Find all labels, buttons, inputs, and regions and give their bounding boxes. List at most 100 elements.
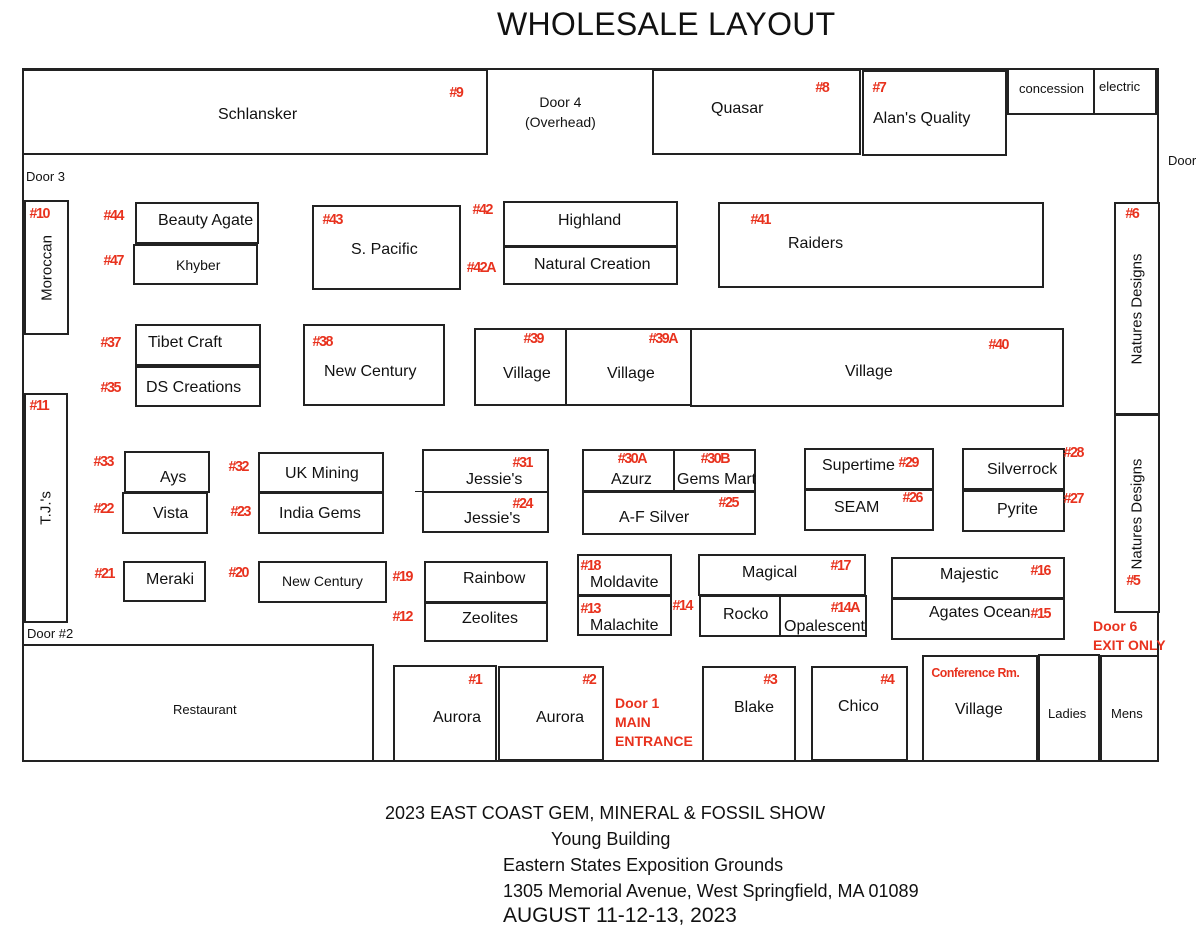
booth-india-gems[interactable]	[258, 492, 384, 534]
venue-name: Eastern States Exposition Grounds	[503, 855, 784, 875]
booth-rainbow[interactable]	[424, 561, 548, 603]
booth-name: Magical	[742, 564, 798, 581]
booth-vista[interactable]	[122, 492, 208, 534]
booth-number: #16	[1030, 562, 1052, 579]
booth-name: Ays	[160, 469, 187, 486]
booth-name: A-F Silver	[619, 509, 690, 526]
booth-af-silver[interactable]	[582, 491, 756, 535]
booth-number: #44	[103, 207, 125, 224]
booth-number: #22	[93, 500, 115, 517]
booth-majestic[interactable]	[891, 557, 1065, 599]
booth-name: Blake	[734, 699, 775, 716]
booth-name: Quasar	[711, 100, 764, 117]
booth-s-pacific[interactable]	[312, 205, 461, 290]
booth-restaurant[interactable]	[22, 644, 374, 762]
door-1-line3: ENTRANCE	[615, 733, 693, 749]
booth-opalescent[interactable]	[779, 595, 867, 637]
door-right-label: Door	[1168, 153, 1197, 168]
venue-address: 1305 Memorial Avenue, West Springfield, …	[503, 881, 919, 901]
booth-name: Village	[607, 365, 655, 382]
booth-highland[interactable]	[503, 201, 678, 247]
booth-name: Majestic	[940, 566, 999, 583]
booth-natural-creation[interactable]	[503, 246, 678, 285]
booth-name: Chico	[838, 698, 879, 715]
booth-name: New Century	[324, 363, 417, 380]
booth-number: #26	[902, 489, 924, 506]
booth-village-39[interactable]	[474, 328, 567, 406]
booth-agates-ocean[interactable]	[891, 598, 1065, 640]
booth-number: #23	[230, 503, 252, 520]
booth-khyber[interactable]	[133, 244, 258, 285]
booth-number: #39	[523, 330, 545, 347]
booth-name: Beauty Agate	[158, 212, 254, 229]
booth-number: #28	[1063, 444, 1085, 461]
booth-number: Conference Rm.	[931, 665, 1020, 680]
door-6-line1: Door 6	[1093, 618, 1138, 634]
booth-number: #8	[815, 79, 829, 96]
booth-chico[interactable]	[811, 666, 908, 761]
door-1-line1: Door 1	[615, 695, 660, 711]
booth-concession[interactable]	[1007, 68, 1095, 115]
booth-name: SEAM	[834, 499, 880, 516]
booth-schlansker[interactable]	[22, 69, 488, 155]
booth-name: Agates Ocean	[929, 604, 1031, 621]
booth-number: #39A	[648, 330, 679, 347]
booth-tibet-craft[interactable]	[135, 324, 261, 366]
booth-new-century-20[interactable]	[258, 561, 387, 603]
booth-number: #7	[872, 79, 886, 96]
building-name: Young Building	[551, 829, 671, 849]
booth-tjs[interactable]	[24, 393, 68, 623]
booth-new-century-38[interactable]	[303, 324, 445, 406]
booth-silverrock[interactable]	[962, 448, 1065, 490]
booth-name: Gems Mart	[677, 471, 757, 488]
booth-name: Restaurant	[173, 702, 237, 717]
booth-name: S. Pacific	[351, 241, 418, 258]
booth-ladies[interactable]	[1038, 654, 1100, 762]
booth-number: #15	[1030, 605, 1052, 622]
booth-magical[interactable]	[698, 554, 866, 596]
booth-name: Tibet Craft	[148, 334, 223, 351]
booth-supertime[interactable]	[804, 448, 934, 490]
booth-alans-quality[interactable]	[862, 70, 1007, 156]
booth-gems-mart[interactable]	[673, 449, 756, 492]
booth-ds-creations[interactable]	[135, 366, 261, 407]
booth-electric[interactable]	[1093, 68, 1157, 115]
booth-number: #38	[312, 333, 334, 350]
booth-village-40[interactable]	[690, 328, 1064, 407]
booth-blake[interactable]	[702, 666, 796, 762]
page-title: WHOLESALE LAYOUT	[497, 6, 836, 42]
booth-natures-designs-5[interactable]	[1114, 414, 1160, 613]
booth-moldavite[interactable]	[577, 554, 672, 596]
door-6-line2: EXIT ONLY	[1093, 637, 1166, 653]
booth-number: #14	[672, 597, 694, 614]
booth-beauty-agate[interactable]	[135, 202, 259, 244]
booth-meraki[interactable]	[123, 561, 206, 602]
booth-number: #35	[100, 379, 122, 396]
booth-number: #27	[1063, 490, 1085, 507]
booth-jessies-24[interactable]	[422, 491, 549, 533]
booth-number: #32	[228, 458, 250, 475]
booth-name: T.J.'s	[37, 491, 55, 525]
booth-moroccan[interactable]	[24, 200, 69, 335]
booth-village-39a[interactable]	[565, 328, 692, 406]
booth-raiders[interactable]	[718, 202, 1044, 288]
booth-uk-mining[interactable]	[258, 452, 384, 493]
booth-number: #30B	[700, 450, 731, 467]
booth-pyrite[interactable]	[962, 490, 1065, 532]
booth-aurora-2[interactable]	[498, 666, 604, 761]
wall-bottom	[22, 760, 1159, 762]
booth-conference-village[interactable]	[922, 655, 1038, 762]
booth-aurora-1[interactable]	[393, 665, 497, 762]
booth-jessies-31[interactable]	[422, 449, 549, 493]
booth-mens[interactable]	[1100, 655, 1159, 762]
booth-quasar[interactable]	[652, 69, 861, 155]
booth-malachite[interactable]	[577, 595, 672, 636]
booth-name: Natures Designs	[1128, 458, 1146, 569]
booth-name: Highland	[558, 212, 622, 229]
booth-natures-designs-6[interactable]	[1114, 202, 1160, 415]
booth-zeolites[interactable]	[424, 602, 548, 642]
booth-name: Moroccan	[38, 234, 55, 301]
booth-number: #43	[322, 211, 344, 228]
booth-seam[interactable]	[804, 489, 934, 531]
booth-rocko[interactable]	[699, 595, 781, 637]
